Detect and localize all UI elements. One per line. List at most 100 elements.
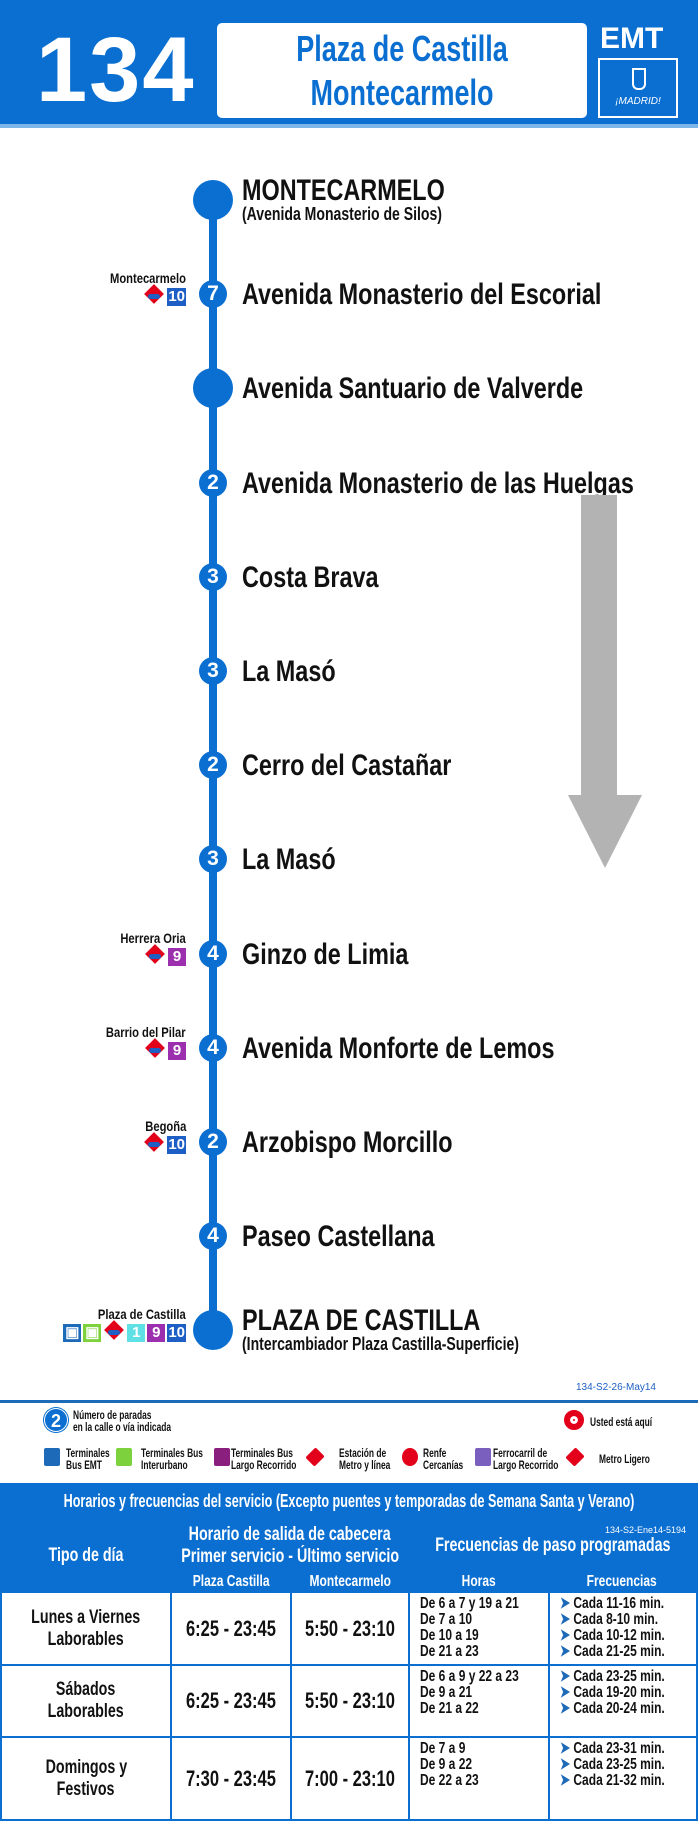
stop-marker: [193, 1310, 233, 1351]
bus-emt-icon: [44, 1448, 60, 1466]
stop: MONTECARMELO(Avenida Monasterio de Silos…: [0, 174, 698, 224]
metro-line-badge: 10: [167, 1136, 186, 1154]
legend-item-label: Interurbano: [141, 1458, 188, 1472]
metro-icon: [144, 1044, 166, 1058]
route-header: 134 Plaza de Castilla Montecarmelo EMT ¡…: [0, 0, 698, 128]
stop-count-badge: 2: [199, 751, 227, 780]
stop-count-badge: 2: [199, 1128, 227, 1156]
madrid-logo-text: ¡MADRID!: [615, 96, 661, 107]
subheader: Plaza Castilla: [192, 1573, 270, 1590]
frequency-cell: ➤ Cada 23-25 min.➤ Cada 19-20 min.➤ Cada…: [550, 1666, 696, 1736]
legend-code: 134-S2-26-May14: [575, 1382, 656, 1393]
legend-item-label: Bus EMT: [66, 1458, 102, 1472]
stop-name: MONTECARMELO: [242, 174, 445, 207]
stop: 2 Cerro del Castañar: [0, 745, 698, 785]
stop-marker: [193, 180, 233, 220]
col-day-header: Tipo de día: [48, 1544, 124, 1566]
legend-item-label: Metro y línea: [339, 1458, 391, 1472]
stop-name: Avenida Santuario de Valverde: [242, 372, 584, 406]
stop: 4 Paseo Castellana: [0, 1216, 698, 1256]
arrow-down-icon: [568, 495, 642, 868]
destination-2: Montecarmelo: [310, 72, 494, 113]
metro-line-badge: 9: [168, 947, 186, 966]
destination-1: Plaza de Castilla: [296, 28, 508, 69]
bus-emt-icon: ▣: [63, 1324, 82, 1343]
stop-name: La Masó: [242, 843, 336, 877]
stop-name: Paseo Castellana: [242, 1220, 435, 1254]
transfer-station: Montecarmelo: [110, 270, 186, 287]
stop-name: Cerro del Castañar: [242, 749, 452, 783]
first-last-montecarmelo: 5:50 - 23:10: [292, 1666, 408, 1736]
stop-marker: [193, 368, 233, 409]
transfer-info: Begoña 10: [135, 1118, 186, 1154]
transfer-station: Begoña: [144, 1118, 186, 1134]
subheader: Horas: [461, 1573, 497, 1590]
madrid-logo: ¡MADRID!: [598, 58, 678, 118]
renfe-icon: [402, 1448, 418, 1466]
stop-count-badge: 2: [199, 468, 227, 497]
frequency-cell: ➤ Cada 23-31 min.➤ Cada 23-25 min.➤ Cada…: [550, 1738, 696, 1819]
stop-name: PLAZA DE CASTILLA: [242, 1304, 481, 1338]
bus-interurban-icon: ▣: [83, 1324, 102, 1343]
legend-item-label: Cercanías: [423, 1458, 464, 1472]
stop-subtitle: (Avenida Monasterio de Silos): [242, 204, 442, 224]
first-last-plaza-castilla: 7:30 - 23:45: [172, 1738, 290, 1819]
first-last-plaza-castilla: 6:25 - 23:45: [172, 1666, 290, 1736]
frequency-cell: ➤ Cada 11-16 min.➤ Cada 8-10 min.➤ Cada …: [550, 1593, 696, 1664]
legend-item-label: Estación de: [339, 1446, 387, 1460]
stop: 4 Avenida Monforte de Lemos Barrio del Pil…: [0, 1024, 698, 1068]
stop: PLAZA DE CASTILLA(Intercambiador Plaza C…: [0, 1304, 698, 1354]
stop: 2 Avenida Monasterio de las Huelgas: [0, 463, 698, 503]
stop-count-badge: 7: [199, 280, 227, 309]
subheader: Frecuencias: [586, 1573, 658, 1590]
bus-interurban-icon: [116, 1448, 132, 1466]
legend-item-label: Largo Recorrido: [493, 1458, 559, 1472]
destination-box: Plaza de Castilla Montecarmelo: [217, 23, 587, 118]
route-number: 134: [36, 19, 196, 121]
legend-item-label: Terminales: [66, 1446, 110, 1460]
stop: Avenida Santuario de Valverde: [0, 368, 698, 409]
legend-count-label-1: Número de paradas: [73, 1408, 152, 1422]
stop-name: La Masó: [242, 655, 336, 688]
stop-subtitle: (Intercambiador Plaza Castilla-Superfici…: [242, 1334, 519, 1355]
stop-name: Ginzo de Limia: [242, 937, 409, 971]
bus-long-distance-icon: [214, 1448, 230, 1466]
stop-count-badge: 4: [199, 939, 227, 968]
metro-icon: [143, 1138, 165, 1152]
legend-item-label: Terminales Bus: [141, 1446, 203, 1460]
legend-item-label: Terminales Bus: [231, 1446, 293, 1460]
stop-name: Arzobispo Morcillo: [242, 1126, 453, 1159]
schedule-table: Horarios y frecuencias del servicio (Exc…: [0, 1483, 698, 1821]
stop-name: Avenida Monasterio de las Huelgas: [242, 466, 634, 500]
stop-count-badge: 4: [199, 1033, 227, 1062]
metro-line-badge: 1: [127, 1324, 146, 1343]
legend-here-label: Usted está aquí: [590, 1415, 653, 1429]
metro-icon: [143, 290, 165, 304]
stop-name: Avenida Monforte de Lemos: [242, 1031, 555, 1065]
divider: [0, 1400, 698, 1403]
col-frequency-header: Frecuencias de paso programadas: [435, 1534, 671, 1556]
emt-logo: EMT: [600, 22, 664, 55]
stop-count-badge: 4: [199, 1222, 227, 1251]
you-are-here-icon: [564, 1410, 584, 1430]
legend-item-label: Renfe: [423, 1446, 447, 1460]
subheader: Montecarmelo: [309, 1573, 391, 1590]
schedule-title: Horarios y frecuencias del servicio (Exc…: [63, 1491, 635, 1511]
legend-item-label: Metro Ligero: [599, 1452, 650, 1466]
metro-icon: [144, 950, 166, 964]
metro-line-badge: 9: [168, 1041, 186, 1060]
schedule-code: 134-S2-Ene14-5194: [604, 1525, 686, 1535]
